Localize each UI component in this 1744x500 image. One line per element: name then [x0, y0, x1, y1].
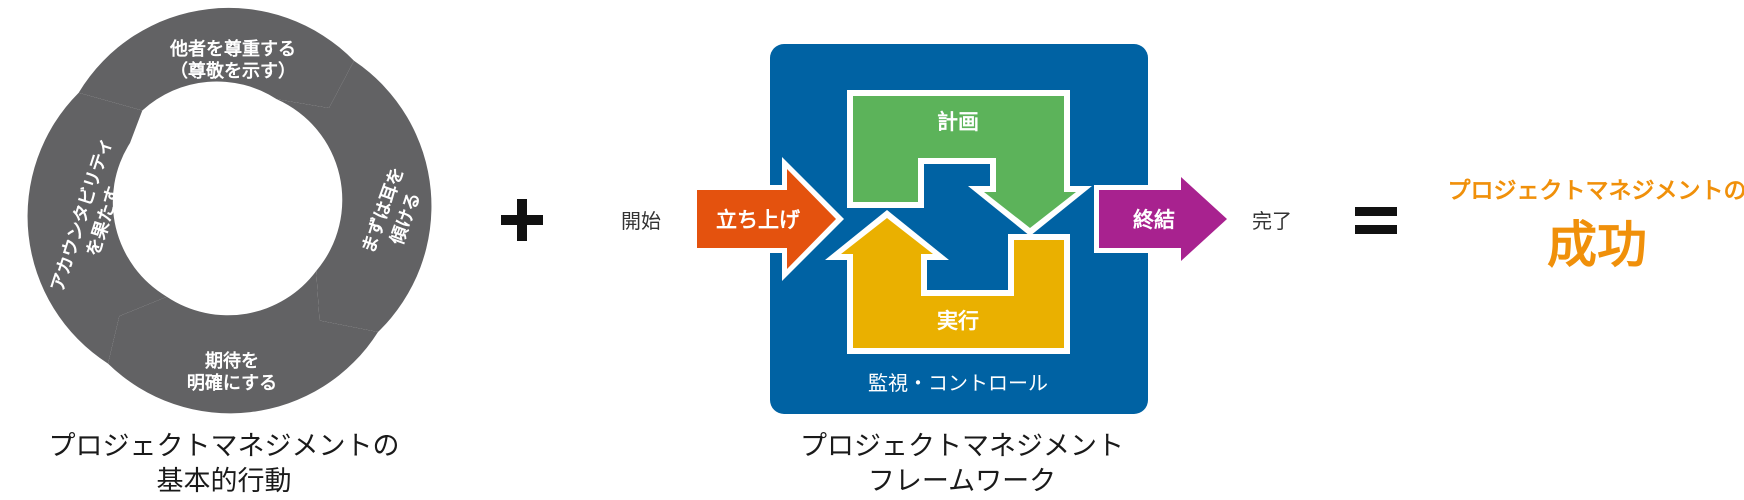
behavior-cycle: 他者を尊重する （尊敬を示す） まずは耳を 傾ける 期待を 明確にする アカウン… — [27, 7, 432, 497]
monitor-label: 監視・コントロール — [868, 371, 1048, 395]
result: プロジェクトマネジメントの 成功 — [1448, 178, 1744, 274]
svg-text:フレームワーク: フレームワーク — [868, 466, 1056, 497]
plan-arrow: 計画 — [847, 90, 1092, 236]
ring-segment-listen — [276, 60, 432, 333]
ring-segment-expectations — [108, 271, 378, 414]
ring-segment-respect — [78, 7, 354, 111]
end-label: 完了 — [1252, 209, 1292, 233]
svg-text:明確にする: 明確にする — [187, 372, 277, 394]
svg-text:立ち上げ: 立ち上げ — [716, 208, 801, 232]
svg-text:基本的行動: 基本的行動 — [157, 466, 292, 497]
framework-caption: プロジェクトマネジメント フレームワーク — [800, 431, 1124, 497]
ring-segment-accountability — [27, 92, 167, 364]
svg-text:計画: 計画 — [937, 110, 979, 134]
segment-label-expectations: 期待を 明確にする — [187, 350, 277, 394]
start-label: 開始 — [621, 209, 661, 233]
execute-arrow: 実行 — [825, 210, 1070, 354]
framework: 開始 立ち上げ 計画 実行 終結 監視・コントロール 完了 — [621, 44, 1292, 497]
equals-operator — [1355, 207, 1397, 234]
svg-text:プロジェクトマネジメント: プロジェクトマネジメント — [800, 431, 1124, 462]
segment-label-respect: 他者を尊重する （尊敬を示す） — [169, 38, 296, 82]
result-subtitle: プロジェクトマネジメントの — [1448, 178, 1744, 204]
svg-text:終結: 終結 — [1133, 208, 1175, 232]
plus-operator — [501, 199, 543, 241]
svg-text:期待を: 期待を — [205, 350, 259, 372]
result-title: 成功 — [1547, 216, 1647, 274]
svg-text:（尊敬を示す）: （尊敬を示す） — [170, 60, 296, 82]
svg-text:実行: 実行 — [937, 309, 979, 333]
close-arrow: 終結 — [1094, 165, 1234, 273]
svg-text:プロジェクトマネジメントの: プロジェクトマネジメントの — [49, 431, 400, 462]
initiate-arrow: 立ち上げ — [692, 157, 844, 281]
cycle-caption: プロジェクトマネジメントの 基本的行動 — [49, 431, 400, 497]
svg-text:他者を尊重する: 他者を尊重する — [169, 38, 296, 60]
